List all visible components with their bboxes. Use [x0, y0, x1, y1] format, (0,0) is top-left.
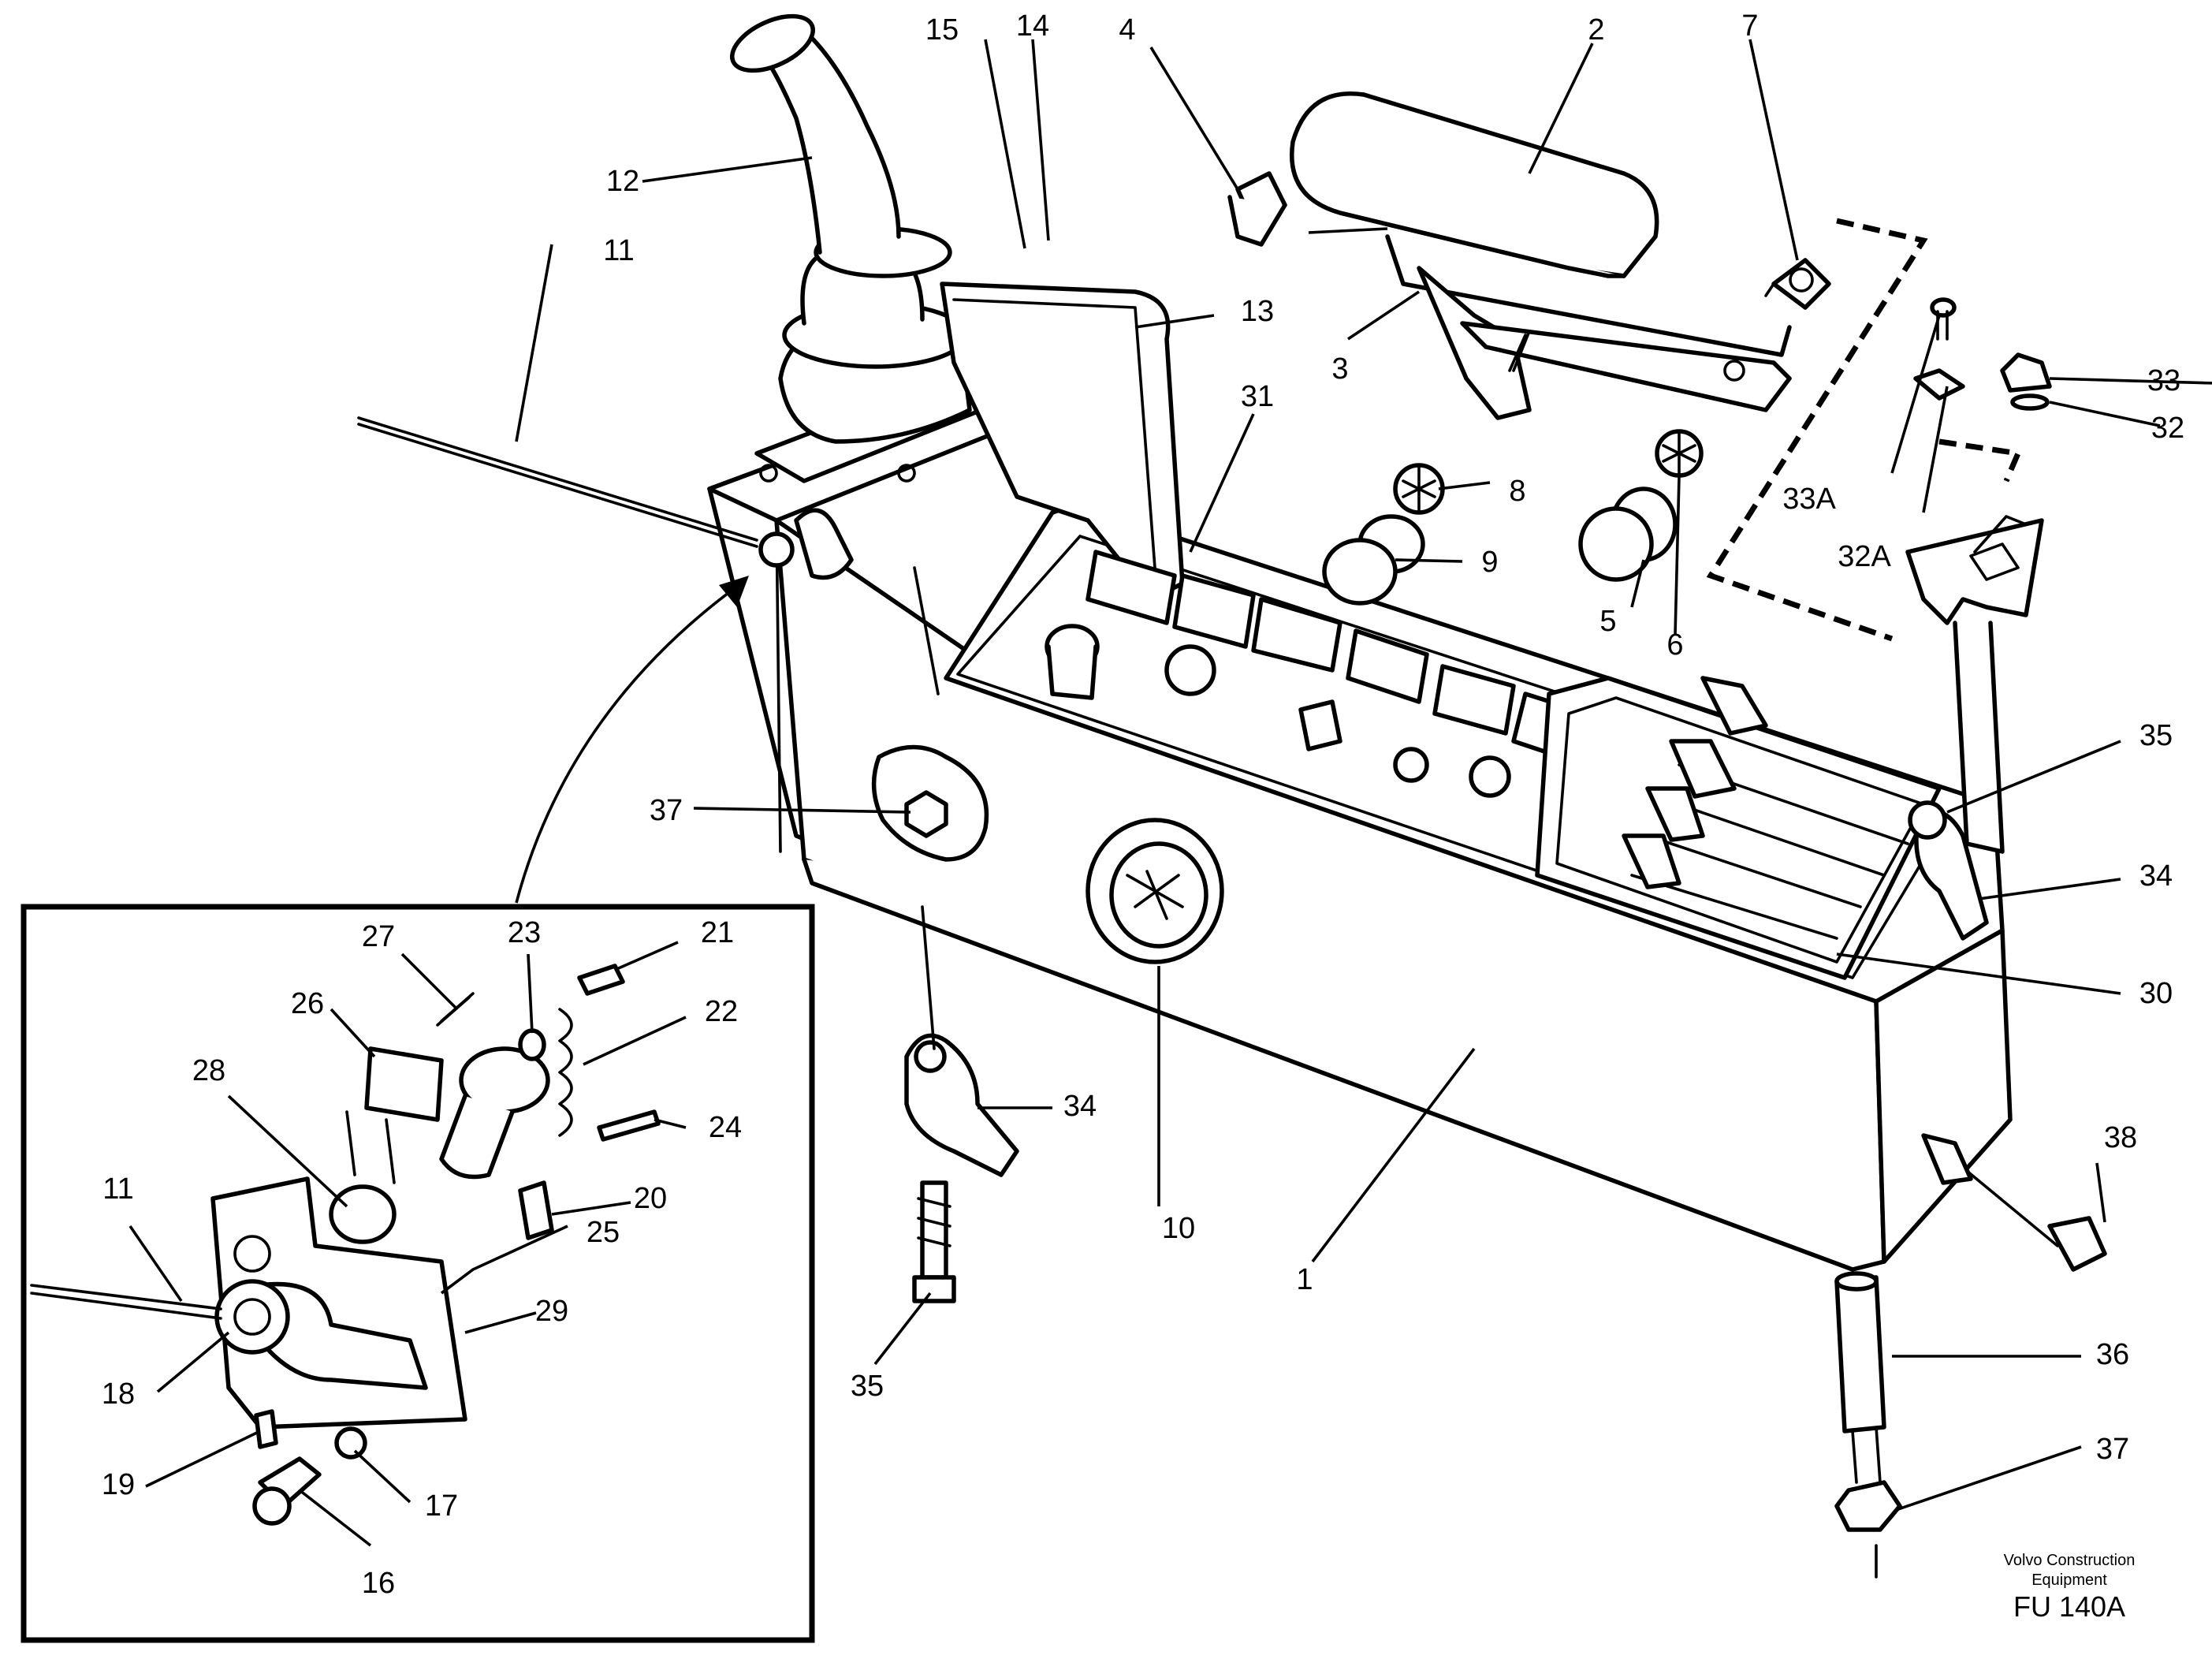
label-11: 11 [603, 234, 634, 267]
wheel-6 [1655, 429, 1704, 478]
label-18: 18 [102, 1378, 135, 1411]
label-32: 32 [2151, 412, 2184, 445]
knob-7 [1764, 258, 1831, 310]
label-35-left: 35 [851, 1370, 884, 1403]
label-37-right: 37 [2096, 1433, 2129, 1466]
label-11-inset: 11 [102, 1172, 133, 1206]
armrest-pad [1227, 91, 1792, 420]
footer: Volvo Construction Equipment FU 140A [2004, 1552, 2136, 1623]
leader-34-line [921, 905, 936, 1050]
hour-meter-10 [1086, 818, 1224, 964]
label-17: 17 [425, 1489, 458, 1523]
lever-block [1535, 676, 1942, 980]
label-19: 19 [102, 1468, 135, 1501]
nut-37-bottom [1834, 1480, 1902, 1532]
label-29: 29 [535, 1295, 568, 1328]
label-13: 13 [1241, 295, 1274, 328]
panel-controls [1045, 624, 1511, 798]
label-3: 3 [1331, 352, 1348, 386]
label-27: 27 [362, 920, 395, 953]
label-33: 33 [2147, 364, 2180, 397]
label-8: 8 [1509, 475, 1525, 508]
figure-code: FU 140A [2013, 1590, 2125, 1623]
star-knob-37 [871, 744, 989, 862]
detail-arrow [515, 576, 749, 904]
label-12: 12 [606, 165, 639, 198]
label-36: 36 [2096, 1338, 2129, 1371]
credit-line-1: Volvo Construction [2004, 1552, 2136, 1569]
label-7: 7 [1741, 9, 1758, 43]
label-31: 31 [1241, 380, 1274, 413]
cable-11 [357, 416, 854, 580]
label-37-left: 37 [650, 794, 683, 827]
pin-spring [1508, 330, 1531, 372]
rocker-switch-row [1086, 550, 1603, 767]
label-4: 4 [1119, 13, 1135, 47]
handle-34-right [1908, 800, 1989, 941]
bolt-35-left [912, 1180, 956, 1303]
label-9: 9 [1481, 546, 1498, 579]
inset-leader-lines [128, 941, 687, 1547]
label-30: 30 [2139, 977, 2173, 1010]
label-21: 21 [701, 916, 734, 949]
detail-inset [20, 904, 815, 1643]
label-22: 22 [705, 995, 738, 1028]
gaiter-boot [730, 13, 972, 444]
rotary-knob-5 [1578, 487, 1678, 582]
label-15: 15 [925, 13, 959, 47]
label-25: 25 [587, 1216, 620, 1249]
connector-38 [1921, 1133, 2107, 1272]
label-23: 23 [508, 916, 541, 949]
label-34-right: 34 [2139, 859, 2173, 893]
label-5: 5 [1599, 605, 1616, 638]
label-35-right: 35 [2139, 719, 2173, 752]
label-26: 26 [291, 987, 324, 1020]
label-33a: 33A [1782, 483, 1836, 516]
label-1: 1 [1296, 1263, 1313, 1296]
leader-lines [515, 39, 2212, 1512]
label-34-left: 34 [1063, 1090, 1097, 1123]
label-2: 2 [1588, 13, 1604, 47]
label-10: 10 [1162, 1212, 1195, 1245]
credit-line-2: Equipment [2031, 1571, 2107, 1589]
screw-33a [1930, 297, 1957, 341]
label-6: 6 [1666, 628, 1683, 662]
spacer-36 [1834, 1271, 1886, 1484]
label-20: 20 [634, 1182, 667, 1215]
label-28: 28 [192, 1054, 225, 1087]
nut-32a [1913, 368, 1965, 401]
callout-numbers: 2 3 4 7 15 14 12 11 13 31 8 9 5 6 33 32 … [102, 9, 2184, 1600]
rotary-knob-9 [1322, 514, 1425, 606]
label-14: 14 [1016, 9, 1049, 43]
handle-34-left [904, 1033, 1019, 1177]
label-38: 38 [2104, 1121, 2137, 1154]
label-32a: 32A [1838, 540, 1891, 573]
screw-33 [2000, 352, 2052, 411]
wheel-8 [1393, 463, 1445, 515]
label-16: 16 [362, 1567, 395, 1600]
label-24: 24 [709, 1111, 742, 1144]
